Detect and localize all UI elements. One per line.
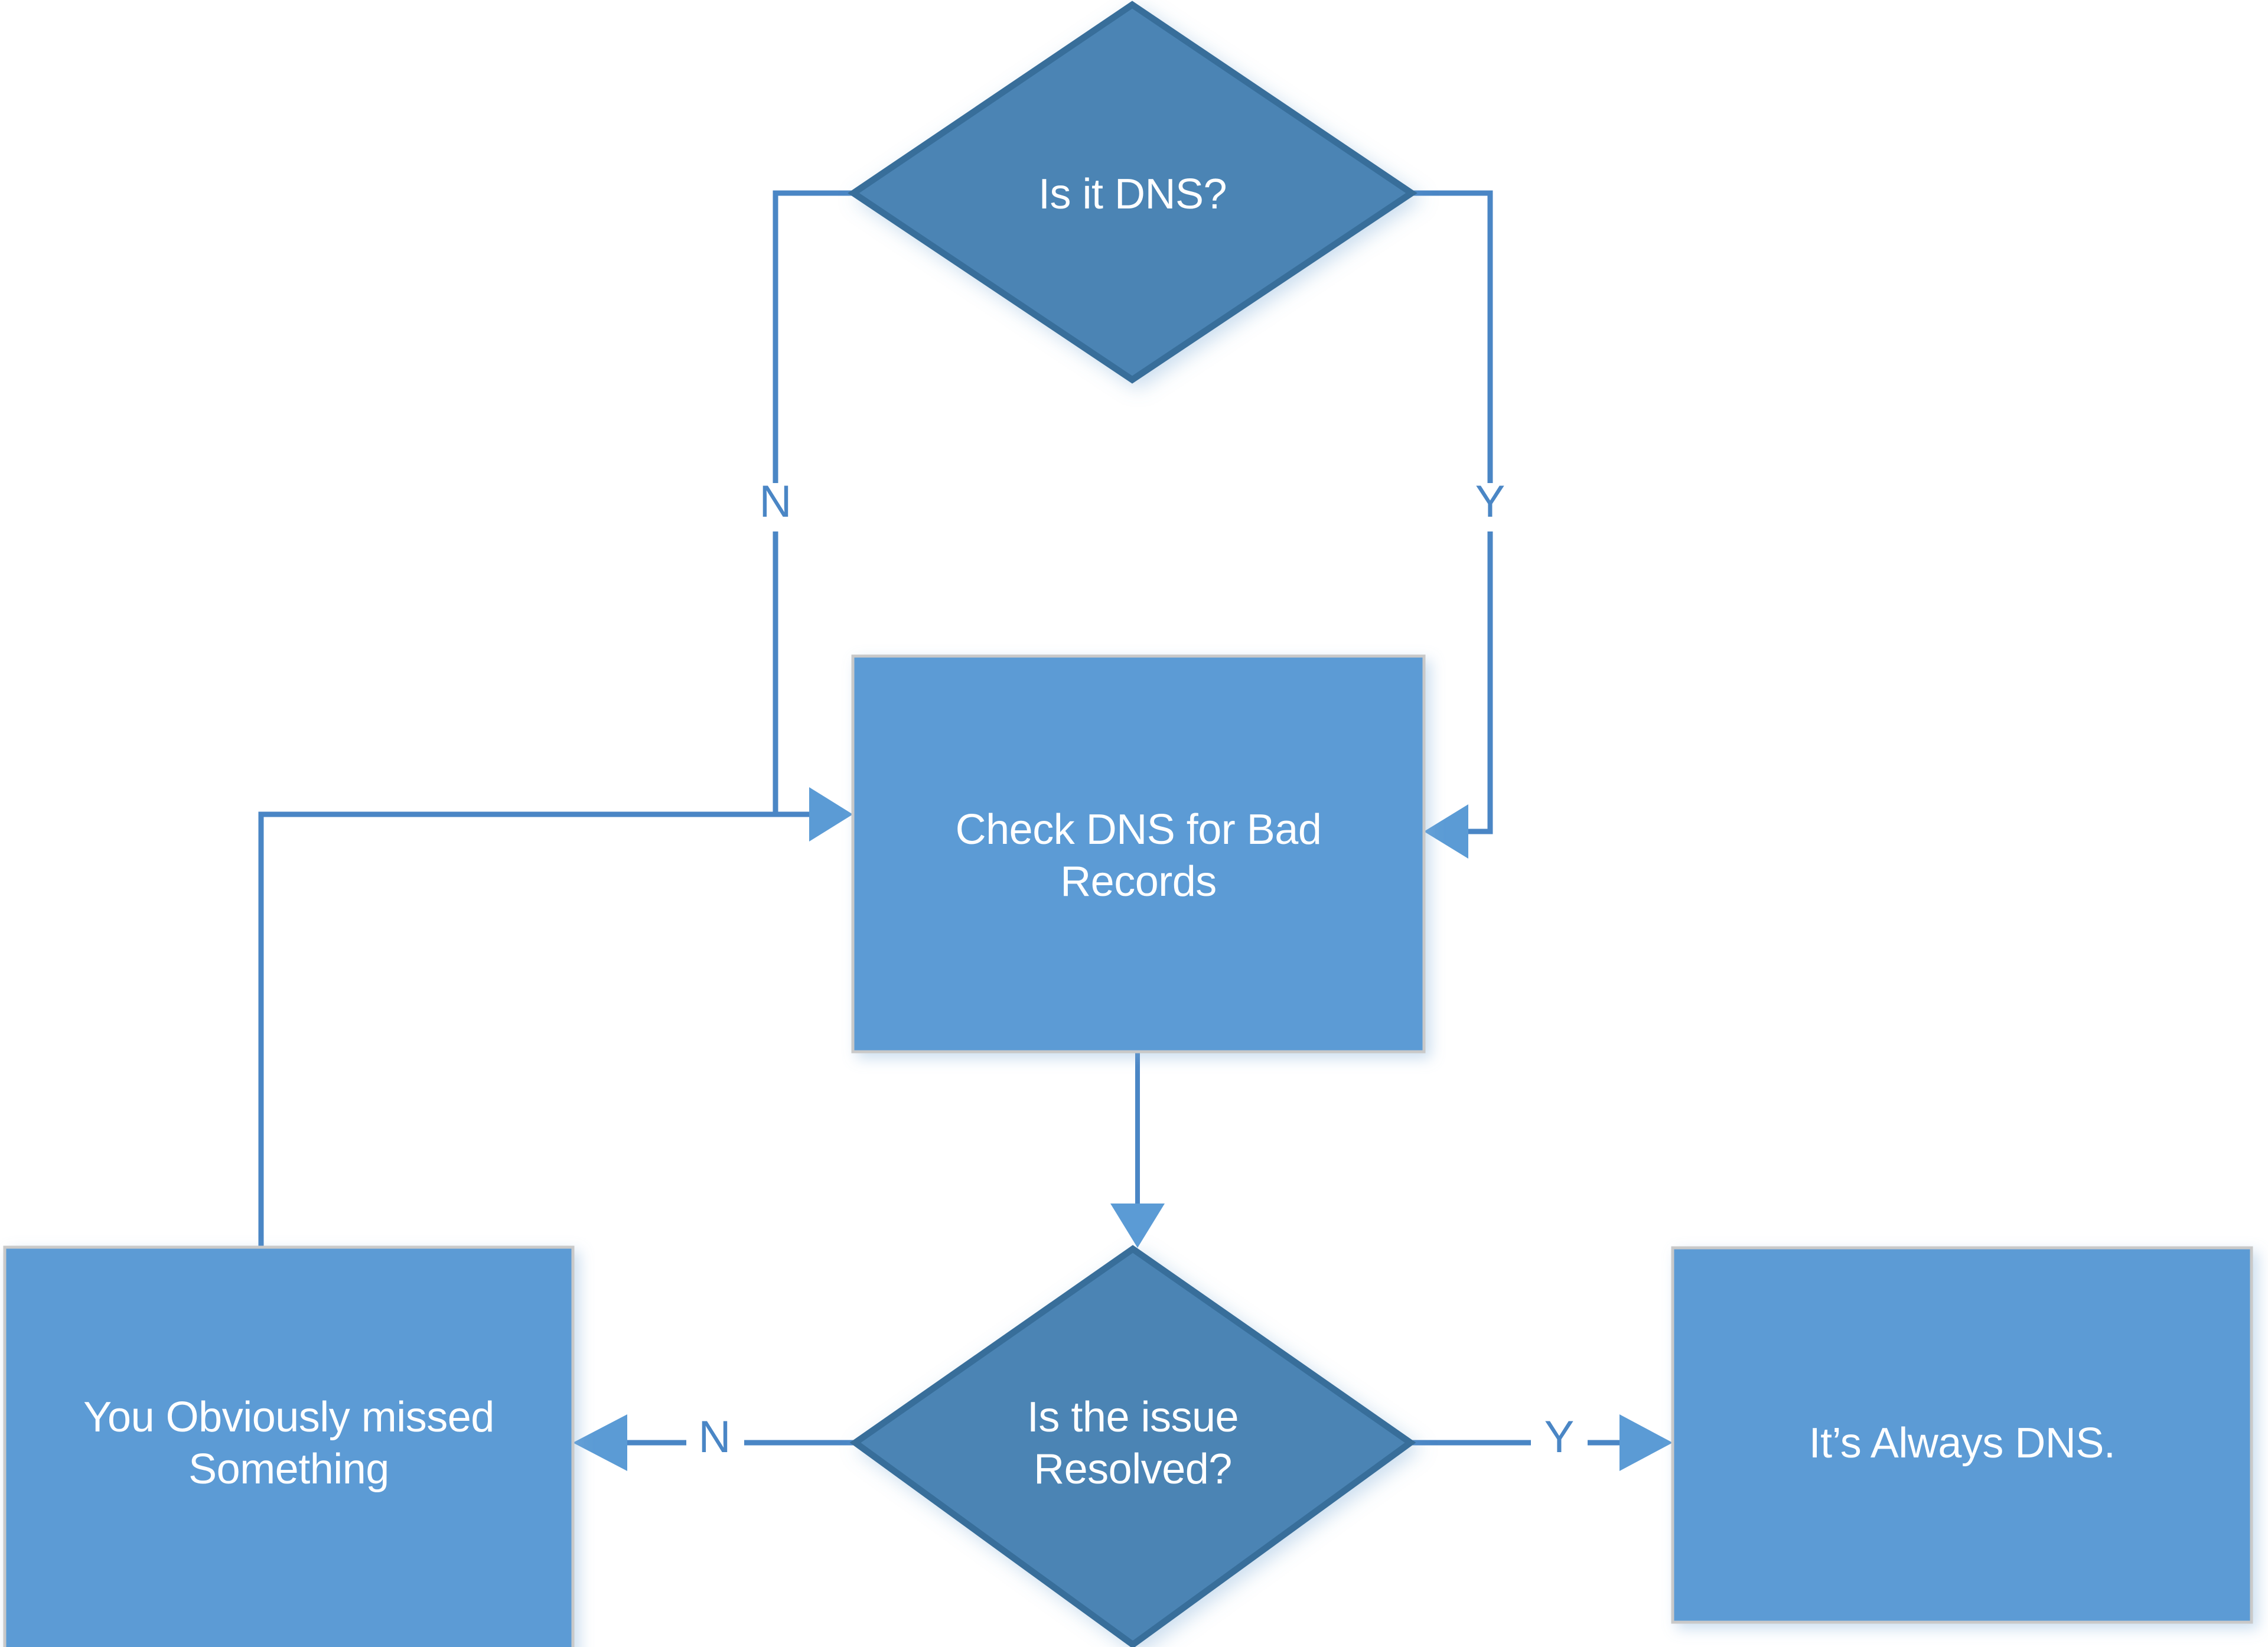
node-always-dns[interactable]	[1671, 1246, 2253, 1624]
arrowhead-group	[573, 787, 1673, 1471]
arrowhead-into-check-right	[1424, 804, 1468, 859]
node-is-resolved[interactable]	[849, 1245, 1416, 1647]
arrowhead-into-missed-something	[573, 1414, 627, 1471]
arrowhead-into-always-dns	[1619, 1414, 1673, 1471]
connector-group	[258, 190, 1631, 1446]
edge-dns-no-upper	[773, 190, 853, 483]
node-check-dns[interactable]	[851, 654, 1426, 1054]
edge-dns-yes-upper	[1412, 190, 1493, 483]
edge-retry-loop	[258, 811, 826, 1247]
node-is-it-dns[interactable]	[848, 1, 1418, 384]
edge-dns-yes-lower	[1452, 531, 1493, 834]
node-missed-something[interactable]	[3, 1245, 575, 1647]
arrowhead-into-check-left	[809, 787, 853, 842]
arrowhead-into-resolved-top	[1110, 1204, 1165, 1248]
edge-dns-no-lower	[773, 531, 826, 817]
